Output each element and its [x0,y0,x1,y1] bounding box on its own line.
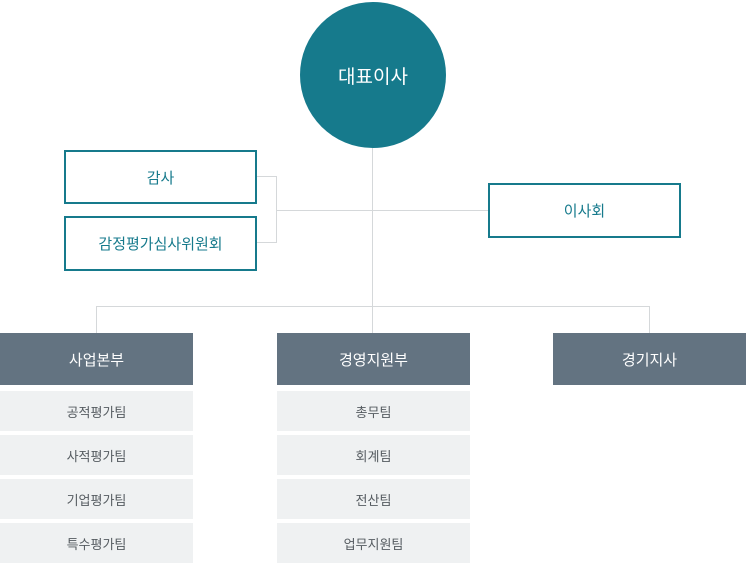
connector-right-horizontal [373,210,489,211]
division-business-headquarters: 사업본부 [0,333,193,385]
board-label: 이사회 [563,202,606,220]
team-label: 전산팀 [355,493,392,509]
connector-ceo-vertical [372,148,373,333]
audit-node: 감사 [64,150,257,204]
team-label: 총무팀 [355,405,392,421]
division-label: 경영지원부 [338,350,408,369]
division-gyeonggi-branch: 경기지사 [553,333,746,385]
team-label: 기업평가팀 [66,493,127,509]
team-label: 특수평가팀 [66,537,127,553]
team-label: 사적평가팀 [66,449,127,465]
team-label: 회계팀 [355,449,392,465]
appraisal-committee-node: 감정평가심사위원회 [64,216,257,271]
connector-left-horizontal [276,210,372,211]
division-label: 경기지사 [621,350,678,369]
division-management-support: 경영지원부 [277,333,470,385]
connector-audit-stub [256,176,276,177]
team-label: 공적평가팀 [66,405,127,421]
connector-division-1-drop [96,306,97,333]
ceo-label: 대표이사 [338,65,408,88]
team-item: 회계팀 [277,435,470,475]
team-item: 공적평가팀 [0,391,193,431]
ceo-node: 대표이사 [300,2,446,148]
team-item: 전산팀 [277,479,470,519]
connector-divisions-horizontal [96,306,650,307]
board-node: 이사회 [488,183,681,238]
connector-division-3-drop [649,306,650,333]
appraisal-committee-label: 감정평가심사위원회 [98,235,223,253]
team-item: 업무지원팀 [277,523,470,563]
team-item: 총무팀 [277,391,470,431]
team-item: 사적평가팀 [0,435,193,475]
team-label: 업무지원팀 [343,537,404,553]
connector-committee-stub [256,242,276,243]
team-item: 특수평가팀 [0,523,193,563]
connector-audit-bracket-vertical [276,176,277,243]
audit-label: 감사 [146,168,175,187]
team-item: 기업평가팀 [0,479,193,519]
division-label: 사업본부 [68,350,125,369]
